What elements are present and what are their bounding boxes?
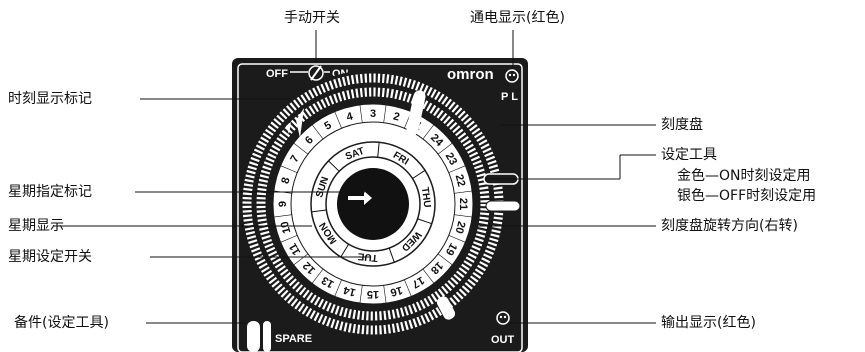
hour-number: 23 — [443, 151, 460, 168]
hour-divider — [422, 124, 435, 140]
weekday-divider — [412, 169, 426, 179]
hour-divider — [383, 285, 387, 304]
device-inner-border — [237, 63, 523, 352]
weekday-divider — [377, 142, 380, 158]
hour-number: 3 — [370, 108, 376, 120]
weekday-divider — [340, 243, 350, 258]
hour-number: 7 — [288, 153, 301, 164]
label-spare: 备件(设定工具) — [14, 315, 109, 331]
label-setting-tool-gold: 金色—ON时刻设定用 — [677, 168, 811, 184]
label-dial: 刻度盘 — [661, 117, 703, 133]
center-knob[interactable] — [337, 168, 409, 240]
setting-tool-on-dial[interactable] — [405, 89, 426, 136]
hour-divider — [437, 253, 453, 266]
hour-number: 2 — [392, 110, 401, 123]
setting-tool-bottom[interactable] — [435, 295, 457, 322]
weekday-divider — [328, 160, 340, 172]
hour-number: 14 — [341, 283, 357, 298]
label-setting-tool: 设定工具 — [661, 147, 717, 163]
manual-switch[interactable] — [290, 65, 330, 81]
weekday-divider — [417, 218, 432, 225]
time-mark — [296, 108, 304, 138]
power-led — [505, 69, 519, 83]
label-weekday-mark: 星期指定标记 — [8, 184, 92, 200]
hour-divider — [454, 190, 473, 194]
hour-number: 15 — [367, 288, 379, 300]
hour-divider — [280, 165, 298, 173]
hour-divider — [311, 268, 324, 284]
hour-number: 22 — [453, 173, 468, 188]
hour-number: 9 — [277, 201, 289, 207]
pl-label: P L — [501, 91, 518, 103]
hour-divider — [359, 104, 363, 123]
weekday-mark-arrow — [348, 191, 372, 205]
hour-divider — [280, 235, 298, 243]
hour-divider — [448, 235, 466, 243]
label-output-indicator: 输出显示(红色) — [661, 315, 756, 331]
label-time-mark: 时刻显示标记 — [8, 91, 92, 107]
output-led — [496, 311, 510, 325]
label-setting-tool-silver: 银色—OFF时刻设定用 — [677, 188, 817, 204]
label-weekday-display: 星期显示 — [8, 218, 64, 234]
hour-number: 20 — [453, 220, 468, 235]
hour-divider — [311, 124, 324, 140]
hour-number: 19 — [443, 241, 460, 258]
hour-divider — [383, 104, 387, 123]
weekday-label[interactable]: THU — [419, 186, 432, 208]
hour-divider — [293, 142, 309, 155]
hour-divider — [404, 279, 412, 297]
hour-number: 8 — [279, 176, 292, 185]
leader-lines — [54, 30, 656, 324]
spare-tool-2[interactable] — [263, 321, 271, 352]
hour-divider — [334, 279, 342, 297]
out-label: OUT — [491, 334, 515, 346]
hour-divider — [293, 253, 309, 266]
label-dial-rotation: 刻度盘旋转方向(右转) — [661, 218, 798, 234]
weekday-divider — [311, 209, 327, 213]
hour-number: 10 — [279, 220, 294, 235]
spare-tool-1[interactable] — [247, 321, 260, 352]
weekday-divider — [388, 247, 395, 263]
hour-number: 11 — [287, 241, 303, 257]
label-power-indicator: 通电显示(红色) — [470, 10, 565, 26]
hour-divider — [334, 111, 342, 129]
hour-divider — [273, 214, 292, 218]
hour-divider — [448, 165, 466, 173]
off-label: OFF — [266, 68, 288, 80]
setting-tool-silver[interactable] — [485, 200, 521, 212]
spare-label: SPARE — [275, 333, 312, 345]
hour-divider — [359, 285, 363, 304]
hour-divider — [422, 268, 435, 284]
hour-divider — [454, 214, 473, 218]
hour-number: 17 — [410, 274, 427, 291]
label-manual-switch: 手动开关 — [284, 10, 340, 26]
hour-number: 21 — [457, 198, 469, 210]
hour-number: 13 — [320, 274, 337, 291]
segment-ring-inner[interactable] — [256, 87, 490, 321]
hour-number: 5 — [322, 119, 333, 132]
hour-number: 16 — [389, 284, 404, 299]
label-weekday-switch: 星期设定开关 — [8, 249, 92, 265]
brand-logo: omron — [447, 66, 494, 83]
hour-number: 4 — [345, 110, 355, 123]
hour-divider — [437, 142, 453, 155]
